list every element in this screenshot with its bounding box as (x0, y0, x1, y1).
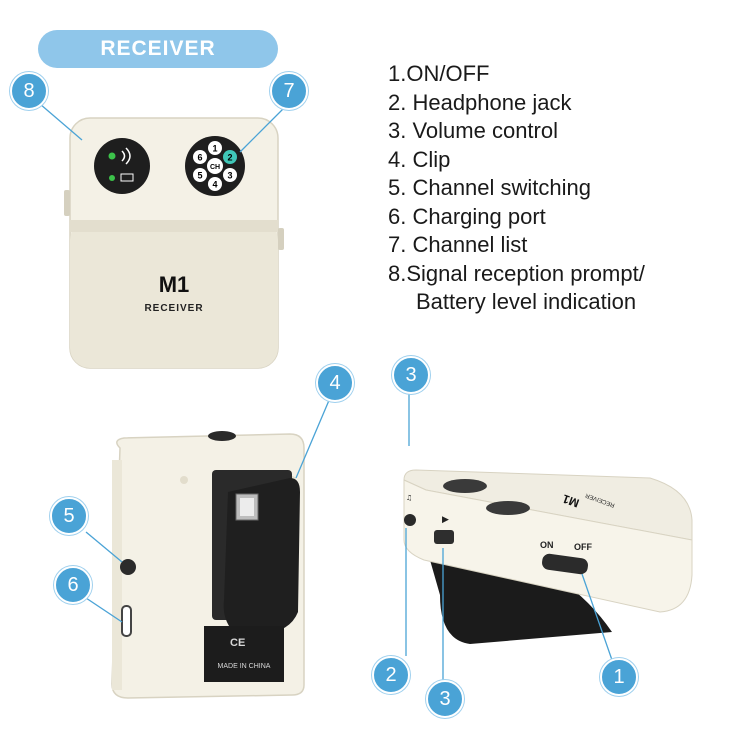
callout-badge-3-top: 3 (392, 356, 430, 394)
legend-item: 1.ON/OFF (388, 61, 490, 86)
callout-number: 8 (23, 79, 35, 102)
legend-item: Battery level indication (416, 289, 637, 314)
receiver-banner: RECEIVER (38, 30, 278, 68)
channel-dot (193, 168, 207, 182)
callout-badge-2: 2 (372, 656, 410, 694)
callout-number: 2 (385, 663, 397, 686)
callout-number: 4 (329, 371, 341, 394)
callout-number: 1 (613, 665, 625, 688)
channel-label: 5 (197, 171, 202, 181)
legend-item: 6. Charging port (388, 203, 546, 229)
receiver-label: RECEIVER (144, 303, 203, 314)
channel-dot (193, 150, 207, 164)
leader-lines (39, 103, 613, 680)
channel-label: 4 (212, 180, 217, 190)
made-in-label: MADE IN CHINA (218, 663, 271, 670)
volume-icon: ▶ (442, 515, 449, 525)
off-label: OFF (574, 542, 592, 552)
channel-center-label: CH (210, 164, 220, 171)
callout-number: 5 (63, 504, 75, 527)
callout-badge-1: 1 (600, 658, 638, 696)
headphone-jack (404, 514, 416, 526)
channel-label: 3 (227, 171, 232, 181)
callout-badge-6: 6 (54, 566, 92, 604)
legend-item: 7. Channel list (388, 232, 528, 257)
side-model-label: M1 (560, 491, 581, 510)
callout-badge-8: 8 (10, 72, 48, 110)
legend-item: 5. Channel switching (388, 175, 592, 200)
belt-clip (212, 470, 300, 634)
channel-label: 2 (227, 153, 232, 163)
model-label: M1 (159, 272, 190, 297)
channel-dot (208, 177, 222, 191)
callout-badge-4: 4 (316, 364, 354, 402)
front-view: 1 2 3 4 5 6 CH M1 RECEIVER (64, 117, 284, 369)
cert-marks: CE (230, 637, 245, 649)
banner-title: RECEIVER (100, 37, 216, 60)
back-view: CE MADE IN CHINA (111, 431, 305, 699)
power-switch (542, 553, 588, 575)
volume-wheel (434, 530, 454, 544)
channel-switch-button (120, 559, 136, 575)
callout-number: 3 (439, 687, 451, 710)
callout-badge-5: 5 (50, 497, 88, 535)
side-clip (430, 560, 612, 644)
legend-item: 4. Clip (388, 146, 451, 172)
callout-number: 3 (405, 363, 417, 386)
channel-dial: 1 2 3 4 5 6 CH (185, 136, 245, 196)
channel-dot (208, 141, 222, 155)
legend-item: 3. Volume control (388, 118, 558, 143)
product-label-plate: CE MADE IN CHINA (204, 626, 284, 682)
channel-label: 1 (212, 144, 217, 154)
legend-item: 2. Headphone jack (388, 89, 572, 115)
callout-number: 6 (67, 573, 79, 596)
channel-dot (223, 168, 237, 182)
signal-indicator (94, 138, 150, 194)
side-view: M1 RECEIVER ♫ ▶ ON OFF (403, 469, 693, 644)
on-label: ON (540, 540, 554, 550)
channel-dot-active (223, 150, 237, 164)
channel-label: 6 (197, 153, 202, 163)
callout-badge-3-bottom: 3 (426, 680, 464, 718)
headphone-icon: ♫ (406, 494, 412, 502)
callout-number: 7 (283, 79, 295, 102)
feature-legend: 1.ON/OFF 2. Headphone jack 3. Volume con… (388, 60, 645, 317)
legend-item: 8.Signal reception prompt/ (388, 260, 645, 286)
callout-badge-7: 7 (270, 72, 308, 110)
charging-port (121, 605, 132, 637)
